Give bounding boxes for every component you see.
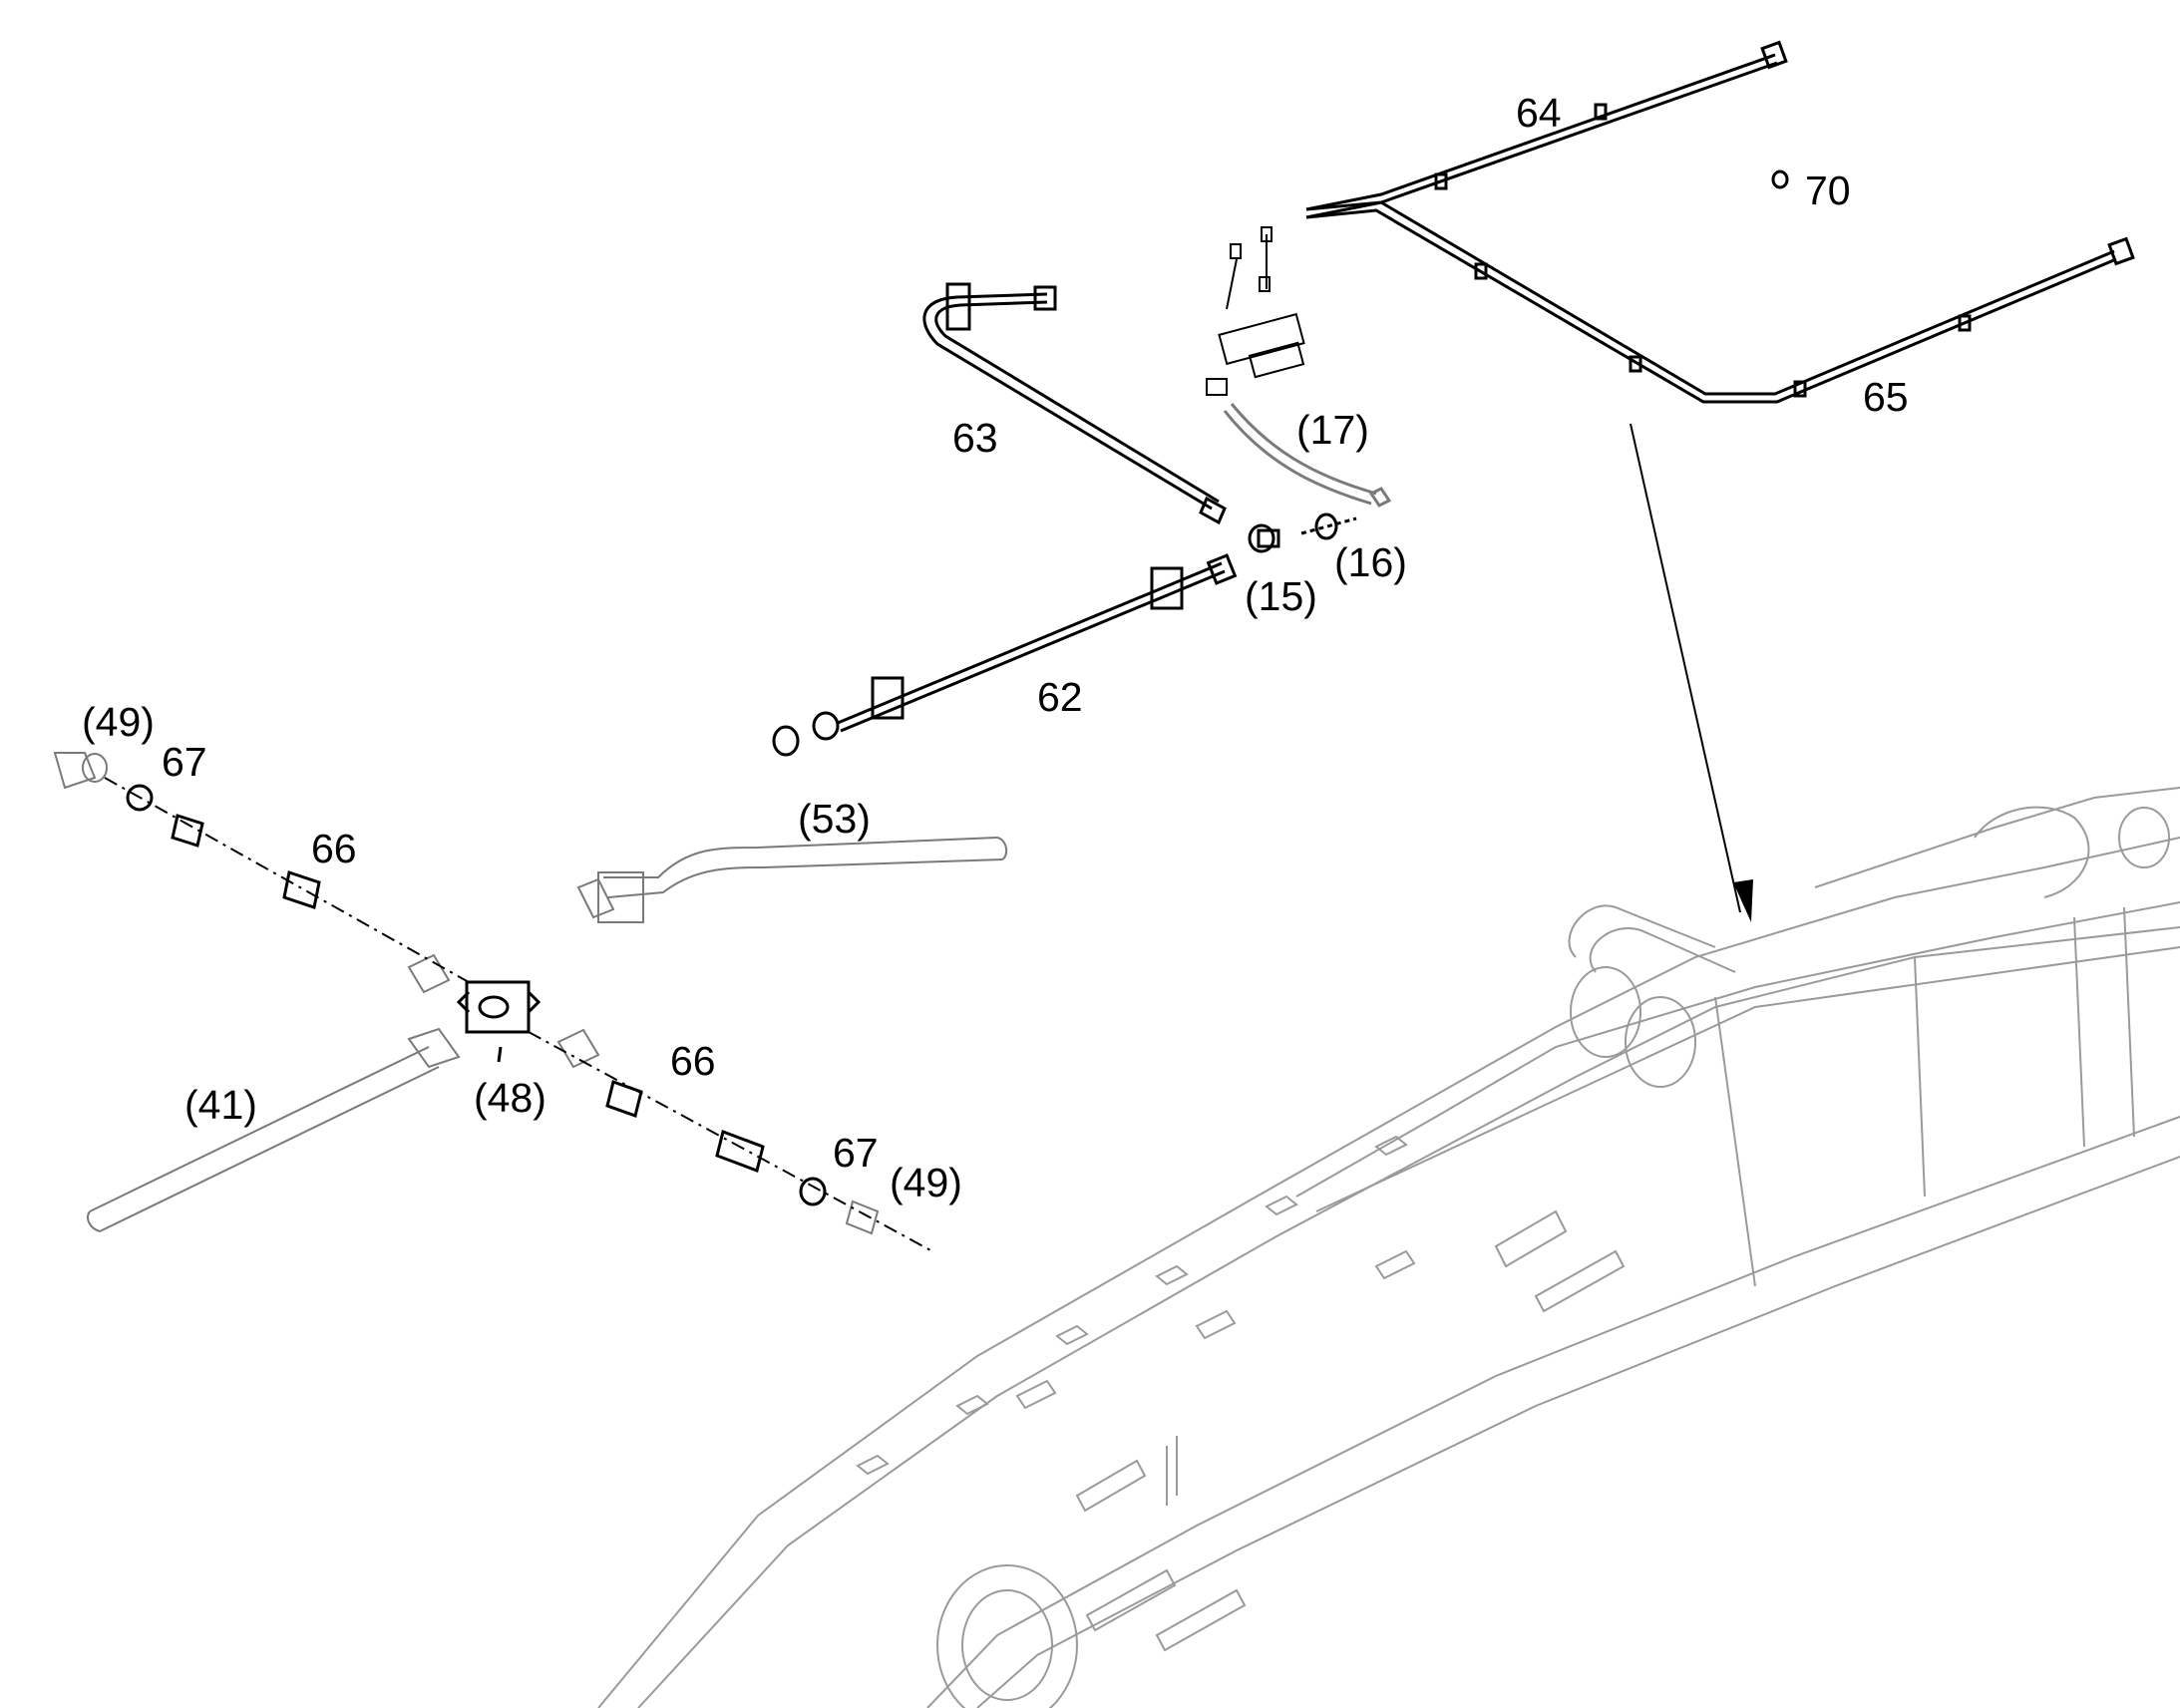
label-15: (15) [1245, 573, 1317, 619]
label-70: 70 [1805, 168, 1851, 213]
label-67-lower: 67 [833, 1130, 879, 1176]
fitting-15 [1248, 523, 1280, 553]
label-17: (17) [1296, 407, 1369, 453]
label-66-upper: 66 [311, 826, 357, 871]
fitting-16 [1300, 512, 1357, 540]
label-53: (53) [798, 796, 871, 842]
label-49-upper: (49) [82, 699, 155, 745]
valve-block [1206, 226, 1305, 396]
label-16: (16) [1334, 539, 1407, 585]
branch-nuts [407, 953, 600, 1069]
fitting-chain-lower [528, 1031, 933, 1252]
label-49-lower: (49) [890, 1160, 962, 1205]
label-63: 63 [952, 415, 998, 461]
label-64: 64 [1516, 90, 1562, 136]
label-41: (41) [184, 1082, 257, 1128]
label-67-upper: 67 [162, 739, 207, 785]
boom-structure [597, 787, 2180, 1708]
tube-41 [87, 1027, 461, 1232]
label-66-lower: 66 [670, 1038, 716, 1084]
label-48: (48) [474, 1075, 546, 1121]
tube-63 [922, 282, 1227, 525]
hose-17 [1223, 403, 1392, 508]
label-65: 65 [1863, 374, 1909, 420]
label-62: 62 [1037, 674, 1083, 720]
location-arrow [1630, 423, 1753, 922]
cross-fitting-48 [456, 980, 542, 1063]
tube-53 [576, 837, 1008, 923]
tube-65 [1305, 200, 2135, 404]
fitting-chain-upper [53, 752, 470, 983]
plug-70 [1771, 170, 1789, 189]
tube-62 [772, 553, 1238, 757]
